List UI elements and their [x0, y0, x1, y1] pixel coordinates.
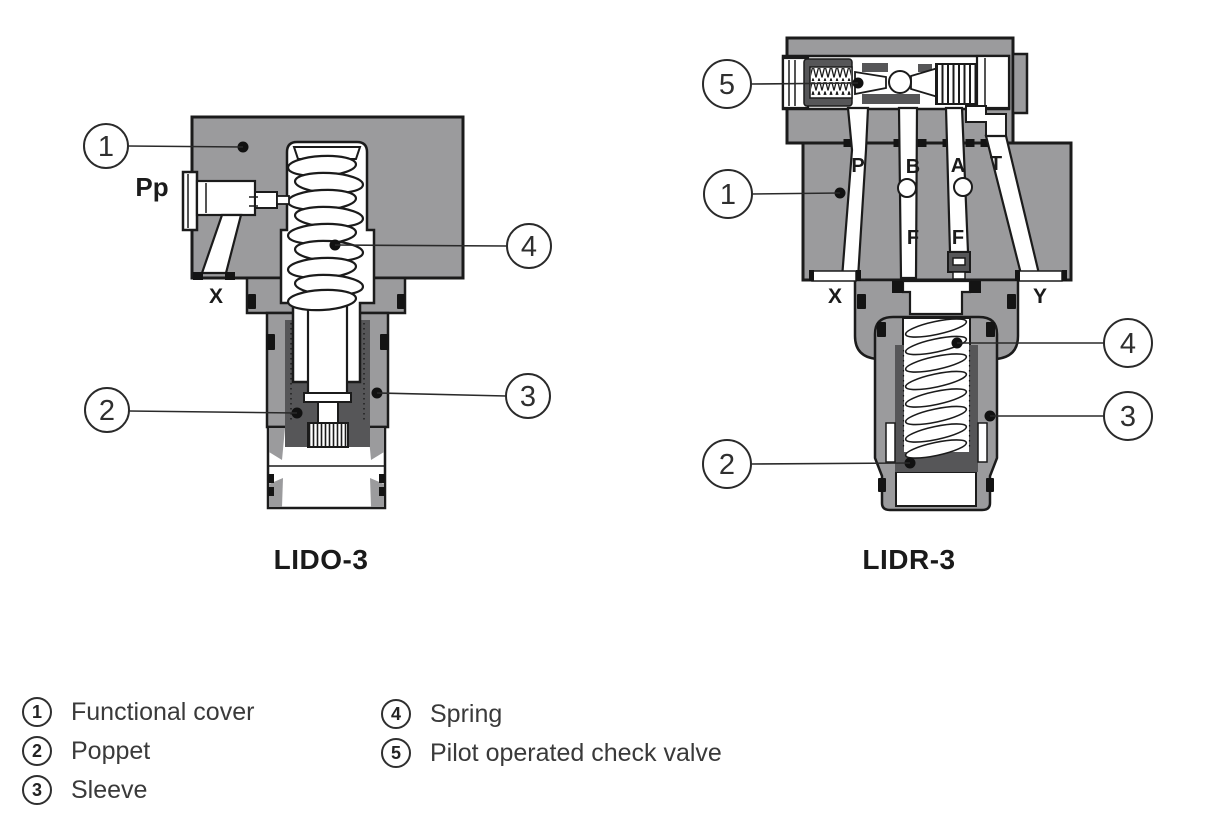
- lidr3-channels: [809, 105, 1067, 282]
- lidr3-callout-3: [1103, 391, 1153, 441]
- lidr3-callouts: 5 1 2 4 3: [702, 59, 1153, 489]
- lidr3-callout-3-num: 3: [1120, 401, 1136, 433]
- legend-label-2: Poppet: [71, 736, 151, 765]
- lido3-oring-right: [397, 294, 405, 309]
- lido3-callout-4-num: 4: [521, 231, 537, 263]
- lidr3-callout-5: [702, 59, 752, 109]
- legend-item-sleeve: 3 Sleeve: [22, 775, 147, 805]
- lidr3-label-t: T: [990, 153, 1002, 175]
- lido3-callout-2: [84, 387, 130, 433]
- lidr3-pilot-check-valve: [781, 54, 1011, 111]
- lidr3-label-f-a: F: [952, 227, 964, 249]
- legend-number-1: 1: [22, 697, 52, 727]
- lidr3-check-ball: [888, 70, 912, 94]
- lido3-oring-left: [248, 294, 256, 309]
- lido3-callout-2-num: 2: [99, 395, 115, 427]
- lidr3-callout-1: [703, 169, 753, 219]
- lido3-callout-1: [83, 123, 129, 169]
- lido3-callouts: 1 2 3 4: [83, 123, 552, 433]
- lido3-valve-drawing: Pp X 1 2 3 4: [83, 115, 552, 510]
- lidr3-callout-1-num: 1: [720, 179, 736, 211]
- lidr3-threaded-plug: [935, 63, 979, 105]
- legend-number-2: 2: [22, 736, 52, 766]
- legend-item-spring: 4 Spring: [381, 699, 502, 729]
- lidr3-pilot-spring: [811, 68, 851, 81]
- lidr3-callout-2-num: 2: [719, 449, 735, 481]
- legend-number-4: 4: [381, 699, 411, 729]
- legend-label-1: Functional cover: [71, 697, 255, 726]
- legend-number-3: 3: [22, 775, 52, 805]
- lidr3-label-f-b: F: [907, 227, 919, 249]
- lido3-spring: [286, 154, 365, 312]
- legend-label-4: Spring: [430, 699, 503, 728]
- lido3-label-pp: Pp: [135, 172, 168, 202]
- lidr3-label-y: Y: [1033, 285, 1047, 308]
- lidr3-caption: LIDR-3: [862, 544, 956, 575]
- lido3-pilot-port: [181, 170, 290, 232]
- lido3-callout-3-num: 3: [520, 381, 536, 413]
- lidr3-callout-4-num: 4: [1120, 328, 1136, 360]
- legend-number-5: 5: [381, 738, 411, 768]
- lido3-knurled-nut: [307, 422, 349, 448]
- lidr3-callout-5-num: 5: [719, 69, 735, 101]
- lidr3-label-a: A: [951, 155, 965, 177]
- legend-item-functional-cover: 1 Functional cover: [22, 697, 254, 727]
- lidr3-neck: [901, 279, 972, 316]
- lidr3-spring: [904, 318, 968, 459]
- lidr3-label-b: B: [906, 156, 920, 178]
- lido3-stem: [303, 301, 352, 448]
- lidr3-label-x: X: [828, 285, 842, 308]
- legend-item-pilot-check-valve: 5 Pilot operated check valve: [381, 738, 722, 768]
- lido3-callout-4: [506, 223, 552, 269]
- lidr3-label-p: P: [851, 155, 864, 177]
- lido3-callout-3: [505, 373, 551, 419]
- lidr3-valve-drawing: P B A T F F X Y 5 1 2 4 3: [702, 36, 1153, 512]
- lido3-label-x: X: [209, 285, 223, 308]
- legend-label-5: Pilot operated check valve: [430, 738, 722, 767]
- lidr3-callout-4: [1103, 318, 1153, 368]
- legend-label-3: Sleeve: [71, 775, 148, 804]
- lido3-caption: LIDO-3: [273, 544, 369, 575]
- lido3-callout-1-num: 1: [98, 131, 114, 163]
- legend-item-poppet: 2 Poppet: [22, 736, 150, 766]
- lidr3-callout-2: [702, 439, 752, 489]
